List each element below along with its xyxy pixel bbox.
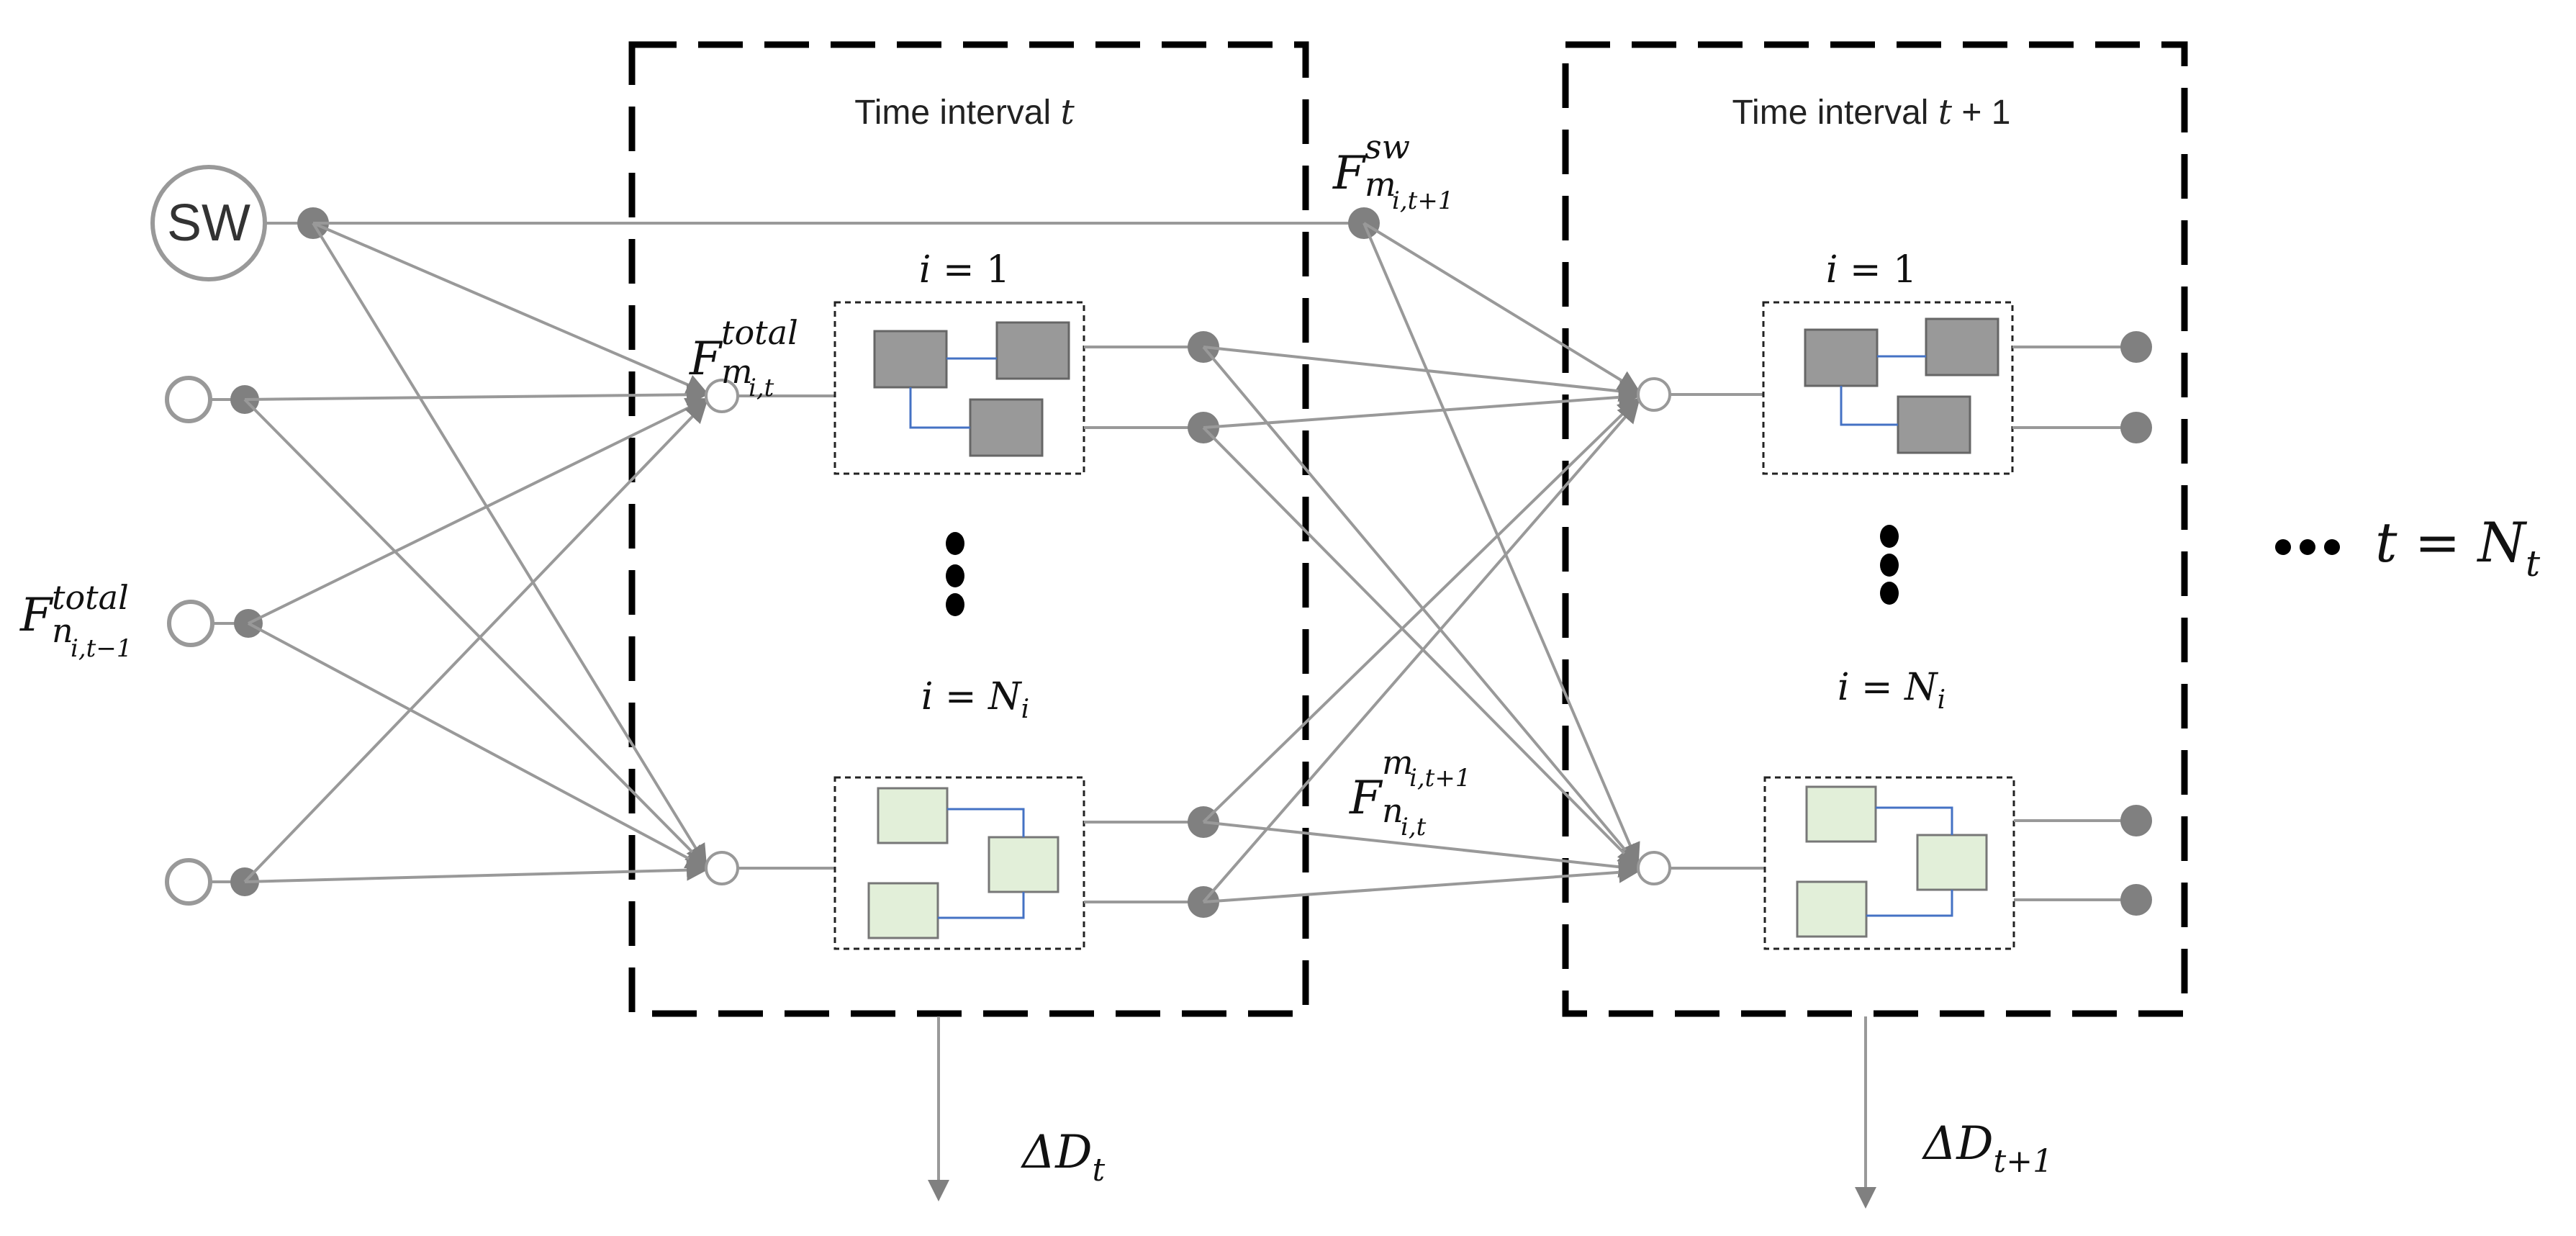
label-subsub: i,t+1 (1392, 186, 1453, 215)
unit-index-value: N (1903, 666, 1938, 709)
unit-index-var: i (1838, 666, 1850, 709)
mixer-node-t1-top (1637, 377, 1671, 412)
light-modules-t (867, 787, 1059, 939)
label-sub: n (1382, 791, 1404, 830)
split-node-t1-top-2 (2120, 412, 2152, 443)
delta-label-t: ΔDt (1020, 1126, 1106, 1188)
ellipsis-dot (2275, 539, 2291, 555)
label-sup: total (52, 578, 129, 617)
delta-base: ΔD (1921, 1117, 1994, 1170)
mixer-node-t1-bottom (1637, 851, 1671, 885)
split-node-t1-bottom-1 (2120, 805, 2152, 836)
label-f-total-prev: F total n i,t−1 (19, 578, 132, 663)
vertical-ellipsis-t1 (1880, 525, 1899, 605)
continuation-sub: t (2526, 543, 2541, 585)
label-supsub: i,t+1 (1409, 764, 1470, 793)
delta-sub: t+1 (1994, 1143, 2053, 1180)
continuation-rhs: N (2477, 510, 2528, 574)
unit-index-var: i (921, 675, 934, 718)
unit-index-sub: i (1938, 685, 1946, 715)
source-node-4 (165, 858, 212, 906)
ellipsis-dot (2300, 539, 2315, 555)
unit-label-top-t1: i = 1 (1826, 248, 1917, 292)
unit-index-value: 1 (1893, 248, 1917, 292)
label-f-sw: F sw m i,t+1 (1332, 127, 1453, 215)
label-sup: sw (1365, 127, 1410, 166)
label-base: F (19, 589, 54, 642)
source-node-3 (167, 600, 214, 647)
unit-index-var: i (1826, 248, 1838, 292)
unit-index-value: 1 (986, 248, 1010, 292)
interval-title-t-plus-1: Time interval t + 1 (1732, 92, 2011, 132)
unit-label-bottom-t: i = Ni (921, 675, 1029, 724)
light-modules-t1 (1796, 785, 1988, 938)
ellipsis-dot (2324, 539, 2340, 555)
label-f-total-in: F total m i,t (689, 313, 798, 402)
time-interval-box-t-plus-1 (1562, 41, 2188, 1017)
vertical-ellipsis-t (946, 532, 964, 616)
interval-title-var: t (1938, 92, 1953, 132)
interval-title-text: Time interval (1732, 94, 1938, 132)
interval-title-suffix: + 1 (1952, 94, 2010, 132)
unit-index-var: i (919, 248, 931, 292)
dark-modules-t1 (1804, 317, 1999, 454)
label-sub: m (721, 352, 753, 391)
interval-title-var: t (1061, 92, 1075, 132)
split-node-t1-bottom-2 (2120, 884, 2152, 916)
delta-base: ΔD (1020, 1126, 1093, 1179)
interval-title-text: Time interval (854, 94, 1060, 132)
unit-label-top-t: i = 1 (919, 248, 1010, 292)
label-sub: n (52, 611, 73, 650)
unit-index-value: N (987, 675, 1022, 718)
unit-index-sub: i (1021, 695, 1030, 724)
delta-sub: t (1093, 1152, 1106, 1188)
label-base: F (1349, 772, 1383, 825)
label-base: F (689, 333, 723, 386)
left-stream-lines (243, 222, 1364, 883)
interval-title-t: Time interval t (854, 92, 1075, 132)
label-f-nm: F m i,t+1 n i,t (1349, 743, 1470, 842)
label-sub: m (1365, 165, 1396, 204)
sw-source-label: SW (167, 194, 250, 252)
unit-label-bottom-t1: i = Ni (1838, 666, 1945, 715)
svg-text:t = Nt: t = Nt (2375, 510, 2541, 585)
delta-label-t1: ΔDt+1 (1921, 1117, 2053, 1180)
label-subsub: i,t (749, 374, 774, 402)
source-node-2 (165, 376, 212, 423)
dark-modules-t (873, 321, 1070, 457)
label-sup: m (1382, 743, 1414, 782)
label-subsub: i,t (1401, 813, 1427, 842)
label-sup: total (721, 313, 798, 352)
continuation-lhs: t (2375, 510, 2398, 574)
label-base: F (1332, 147, 1367, 200)
middle-stream-lines (1202, 222, 1640, 903)
label-subsub: i,t−1 (71, 634, 132, 663)
mixer-node-t-bottom (705, 851, 739, 885)
continuation: t = Nt (2275, 510, 2541, 585)
split-node-t1-top-1 (2120, 331, 2152, 363)
